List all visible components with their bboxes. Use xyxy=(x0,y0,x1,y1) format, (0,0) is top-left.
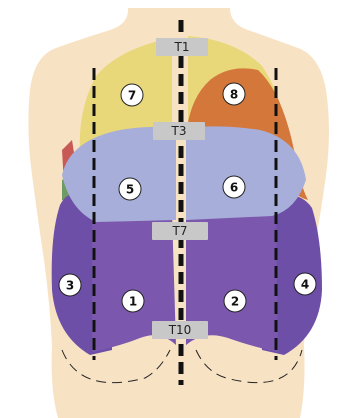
svg-text:T7: T7 xyxy=(172,224,188,238)
vertebra-label-t7: T7 xyxy=(152,222,208,240)
vertebra-label-t1: T1 xyxy=(156,38,208,56)
zone-2-marker: 2 xyxy=(224,290,246,312)
svg-text:3: 3 xyxy=(66,279,74,293)
svg-text:2: 2 xyxy=(231,295,239,309)
svg-text:1: 1 xyxy=(129,295,137,309)
vertebra-label-t10: T10 xyxy=(152,321,208,339)
zone-5-marker: 5 xyxy=(119,178,141,200)
svg-text:7: 7 xyxy=(128,89,136,103)
svg-text:6: 6 xyxy=(230,181,238,195)
zone-8-marker: 8 xyxy=(223,83,245,105)
zone-3-marker: 3 xyxy=(59,274,81,296)
svg-text:5: 5 xyxy=(126,183,134,197)
zone-7-marker: 7 xyxy=(121,84,143,106)
zone-4-marker: 4 xyxy=(294,273,316,295)
svg-text:T1: T1 xyxy=(174,40,190,54)
zone-6-marker: 6 xyxy=(223,176,245,198)
vertebra-label-t3: T3 xyxy=(153,122,205,140)
svg-text:4: 4 xyxy=(301,278,309,292)
zone-1-marker: 1 xyxy=(122,290,144,312)
svg-text:T10: T10 xyxy=(168,323,192,337)
svg-text:8: 8 xyxy=(230,88,238,102)
svg-text:T3: T3 xyxy=(171,124,187,138)
